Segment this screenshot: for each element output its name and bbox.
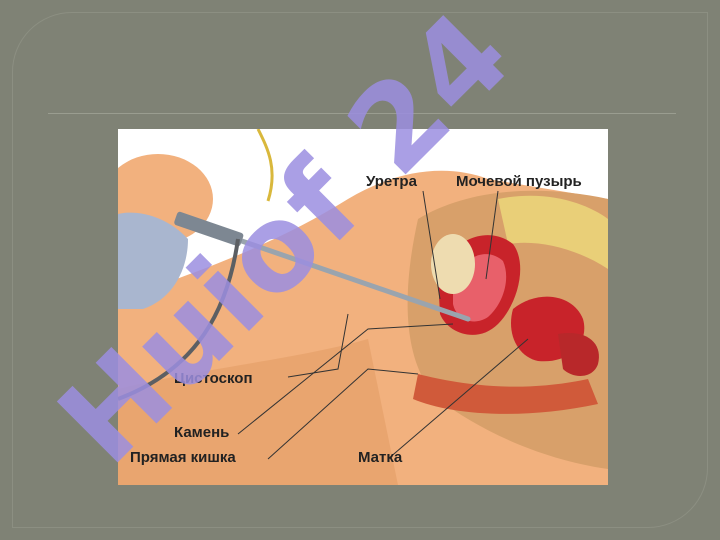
- anatomy-drawing: Уретра Мочевой пузырь Цистоскоп Камень П…: [118, 129, 608, 485]
- leader-lines: [237, 190, 529, 460]
- label-cystoscope: Цистоскоп: [174, 370, 253, 387]
- slide-frame: [12, 12, 708, 528]
- cystoscopy-illustration: Уретра Мочевой пузырь Цистоскоп Камень П…: [118, 129, 608, 485]
- cystoscope-cable: [118, 238, 240, 401]
- light-cable: [256, 129, 274, 202]
- pubic-bone: [431, 234, 475, 294]
- label-urethra: Уретра: [366, 173, 418, 190]
- label-rectum: Прямая кишка: [130, 449, 236, 466]
- leader-bladder: [485, 190, 499, 280]
- rectum-loop: [558, 333, 599, 376]
- title-divider: [48, 113, 676, 114]
- sacrum-bone: [498, 195, 608, 269]
- patient-thigh-shade: [118, 339, 398, 485]
- label-bladder: Мочевой пузырь: [456, 173, 582, 190]
- leader-rectum: [267, 368, 419, 460]
- leader-stone: [237, 323, 454, 435]
- leader-cystoscope: [287, 313, 349, 378]
- label-uterus: Матка: [358, 449, 403, 466]
- rectum-shape: [413, 374, 598, 414]
- surgical-mask: [118, 212, 188, 309]
- leader-uterus: [387, 338, 529, 460]
- label-stone: Камень: [174, 424, 229, 441]
- cystoscope-handle: [174, 211, 244, 247]
- leader-urethra: [422, 190, 441, 300]
